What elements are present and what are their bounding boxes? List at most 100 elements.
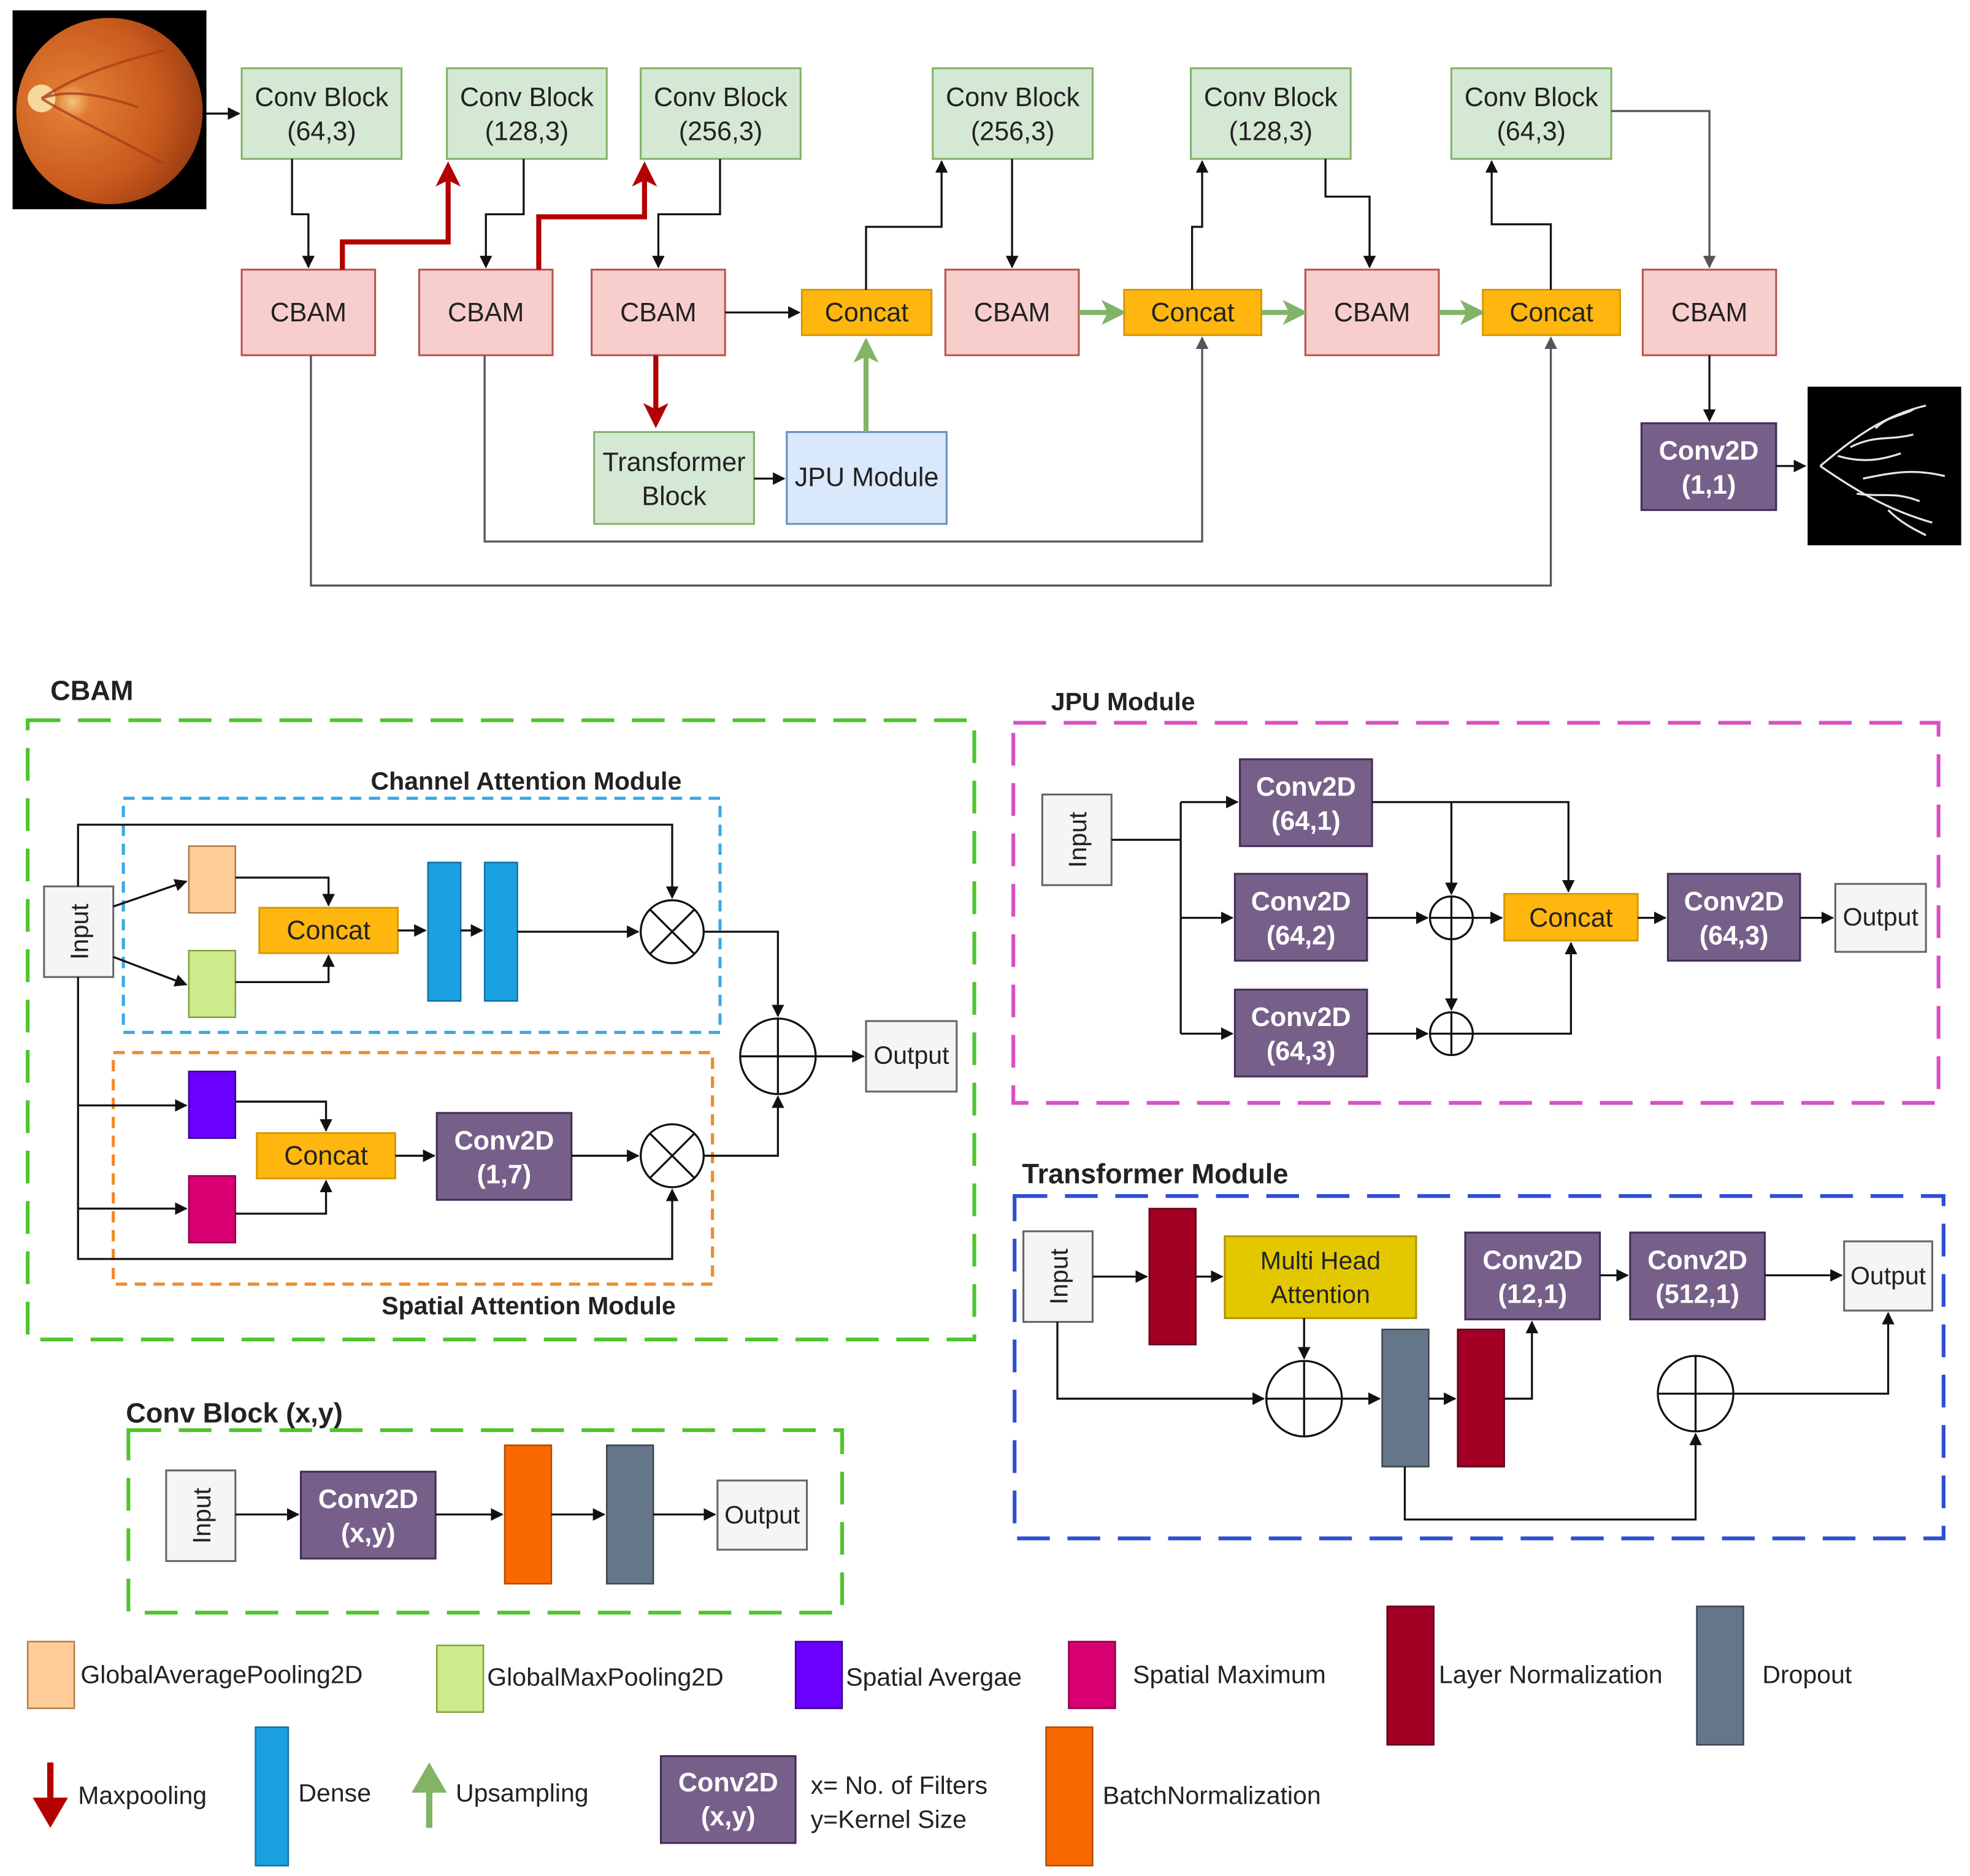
conv-label: Conv2D	[678, 1768, 778, 1798]
batchnorm-block	[504, 1444, 553, 1585]
legend-label: Maxpooling	[78, 1782, 207, 1810]
transformer-connectors	[1056, 1269, 1895, 1521]
legend-layer-normalization: Layer Normalization	[1386, 1606, 1663, 1746]
legend: GlobalAveragePooling2D GlobalMaxPooling2…	[26, 1606, 1852, 1867]
legend-batchnorm: BatchNormalization	[1045, 1726, 1321, 1867]
spatial-multiply-op	[640, 1123, 705, 1189]
encoder-conv-block-3: Conv Block (256,3)	[640, 67, 802, 160]
legend-label: Layer Normalization	[1439, 1661, 1663, 1689]
skip-connections	[310, 110, 1716, 587]
conv-label: Conv2D	[1251, 1003, 1351, 1032]
cbam-label: CBAM	[974, 298, 1051, 327]
legend-spatial-average: Spatial Avergae	[794, 1641, 1022, 1709]
concat-label: Concat	[1151, 298, 1235, 327]
cbam-block-5: CBAM	[1304, 269, 1440, 356]
conv-label: Conv2D	[1482, 1246, 1582, 1275]
mha-label-2: Attention	[1271, 1281, 1370, 1309]
transformer-block: Transformer Block	[593, 431, 755, 525]
channel-multiply-op	[640, 899, 705, 965]
mha-label: Multi Head	[1260, 1246, 1381, 1274]
convblock-output-box: Output	[716, 1479, 808, 1551]
conv-params: (x,y)	[341, 1519, 396, 1549]
output-label: Output	[724, 1501, 800, 1529]
jpu-module-block: JPU Module	[786, 431, 948, 525]
cbam-spatial-conv2d: Conv2D (1,7)	[435, 1112, 573, 1201]
legend-label: Dropout	[1762, 1661, 1852, 1689]
jpu-frame	[1011, 721, 1941, 1105]
legend-label: BatchNormalization	[1103, 1782, 1321, 1810]
conv-params: (1,1)	[1682, 470, 1736, 500]
transformer-section-title: Transformer Module	[1022, 1158, 1289, 1190]
input-label: Input	[1064, 811, 1092, 868]
conv-params: (12,1)	[1498, 1280, 1568, 1309]
transformer-conv2d-12-1: Conv2D (12,1)	[1464, 1231, 1601, 1320]
channel-attention-title: Channel Attention Module	[371, 767, 682, 795]
fundus-input-image	[12, 10, 207, 210]
final-conv2d-block: Conv2D (1,1)	[1640, 422, 1777, 511]
concat-label: Concat	[1529, 903, 1613, 933]
cbam-label: CBAM	[270, 298, 347, 327]
convblock-frame	[126, 1428, 845, 1615]
spatial-average-block	[188, 1070, 237, 1139]
conv-label: Conv2D	[1684, 887, 1784, 916]
legend-conv-desc-1: x= No. of Filters	[811, 1771, 987, 1799]
concat-block-1: Concat	[800, 288, 933, 336]
concat-label: Concat	[286, 916, 370, 946]
dense-block-1	[427, 862, 462, 1002]
legend-gap: GlobalAveragePooling2D	[26, 1641, 362, 1709]
block-params: (128,3)	[1229, 117, 1313, 146]
transformer-output-box: Output	[1843, 1240, 1933, 1312]
block-label: Conv Block	[1204, 83, 1338, 112]
output-label: Output	[873, 1041, 949, 1070]
jpu-add-op-2	[1428, 1011, 1474, 1057]
jpu-conv2d-64-3: Conv2D (64,3)	[1233, 989, 1368, 1078]
cbam-section-title: CBAM	[50, 675, 133, 706]
cbam-block-3: CBAM	[591, 269, 726, 356]
conv-params: (64,3)	[1700, 921, 1769, 951]
jpu-conv2d-final: Conv2D (64,3)	[1666, 873, 1801, 962]
conv-label: Conv2D	[1251, 887, 1351, 916]
output-label: Output	[1843, 903, 1919, 931]
legend-label: Upsampling	[456, 1778, 589, 1807]
legend-conv-desc-2: y=Kernel Size	[811, 1805, 967, 1834]
dropout-block	[606, 1444, 654, 1585]
layernorm-block-1	[1148, 1208, 1197, 1346]
concat-label: Concat	[284, 1141, 368, 1171]
legend-label: Dense	[298, 1778, 371, 1807]
spatial-maximum-block	[188, 1175, 237, 1244]
cbam-block-4: CBAM	[944, 269, 1080, 356]
multi-head-attention-block: Multi Head Attention	[1224, 1235, 1417, 1319]
block-label: Conv Block	[460, 83, 594, 112]
vessel-segmentation-output-image	[1807, 386, 1961, 546]
convblock-input-box: Input	[165, 1469, 237, 1562]
block-label: Conv Block	[1465, 83, 1598, 112]
legend-upsampling: Upsampling	[412, 1762, 589, 1828]
gmp-block	[188, 949, 237, 1019]
transformer-input-box: Input	[1022, 1230, 1094, 1323]
cbam-output-box: Output	[865, 1020, 958, 1093]
output-label: Output	[1850, 1262, 1926, 1290]
transformer-conv2d-512-1: Conv2D (512,1)	[1629, 1231, 1766, 1320]
legend-spatial-maximum: Spatial Maximum	[1068, 1641, 1326, 1709]
encoder-conv-block-2: Conv Block (128,3)	[446, 67, 608, 160]
legend-gmp: GlobalMaxPooling2D	[435, 1644, 724, 1713]
concat-block-3: Concat	[1482, 288, 1621, 336]
convblock-section-title: Conv Block (x,y)	[126, 1398, 343, 1429]
input-label: Input	[1044, 1248, 1073, 1304]
cbam-label: CBAM	[620, 298, 697, 327]
jpu-conv2d-64-1: Conv2D (64,1)	[1239, 758, 1373, 848]
decoder-conv-block-1: Conv Block (256,3)	[932, 67, 1094, 160]
jpu-label: JPU Module	[795, 463, 939, 492]
legend-maxpooling: Maxpooling	[33, 1762, 207, 1828]
cbam-label: CBAM	[448, 298, 524, 327]
conv-label: Conv2D	[1647, 1246, 1747, 1275]
convblock-conv2d: Conv2D (x,y)	[299, 1471, 437, 1560]
conv-params: (64,1)	[1271, 806, 1341, 836]
conv-label: Conv2D	[318, 1485, 418, 1514]
conv-params: (64,2)	[1267, 921, 1336, 951]
concat-label: Concat	[825, 298, 909, 327]
cbam-input-box: Input	[43, 885, 115, 978]
top-connectors	[206, 107, 1807, 485]
decoder-conv-block-2: Conv Block (128,3)	[1190, 67, 1352, 160]
